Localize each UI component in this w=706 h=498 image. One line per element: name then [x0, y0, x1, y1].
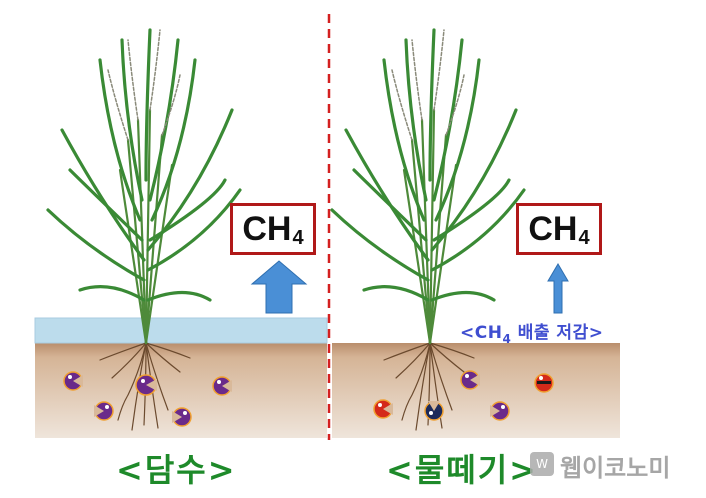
water-layer — [34, 317, 328, 344]
microbe — [172, 407, 192, 427]
microbe — [212, 376, 232, 396]
rice-plant-left — [46, 28, 242, 431]
microbe — [534, 373, 554, 393]
microbe — [135, 374, 157, 396]
watermark-text: 웹이코노미 — [560, 454, 671, 482]
microbe — [424, 401, 444, 421]
caption-drained: <물떼기> — [386, 451, 538, 489]
right-panel-drained — [330, 28, 620, 438]
ch4-subscript: 4 — [578, 226, 590, 249]
soil-right — [332, 343, 620, 438]
methanogen-microbes-left — [63, 371, 232, 427]
ch4-text: CH — [242, 209, 292, 248]
caption-flooded: <담수> — [116, 451, 237, 489]
reduction-prefix: <CH — [460, 323, 503, 343]
microbe — [373, 399, 393, 419]
ch4-subscript: 4 — [292, 226, 304, 249]
microbe — [94, 401, 114, 421]
microbe — [63, 371, 83, 391]
microbes-right — [373, 370, 554, 421]
emission-reduction-note: <CH4 배출 저감> — [460, 318, 604, 346]
reduction-subscript: 4 — [502, 332, 512, 346]
emission-arrow-small — [547, 263, 569, 314]
microbe — [490, 401, 510, 421]
left-panel-flooded — [34, 28, 328, 438]
reduction-suffix: 배출 저감> — [511, 323, 604, 343]
emission-arrow-large — [250, 260, 308, 314]
ch4-text: CH — [528, 209, 578, 248]
watermark-logo-icon: W — [530, 452, 554, 476]
microbe — [460, 370, 480, 390]
